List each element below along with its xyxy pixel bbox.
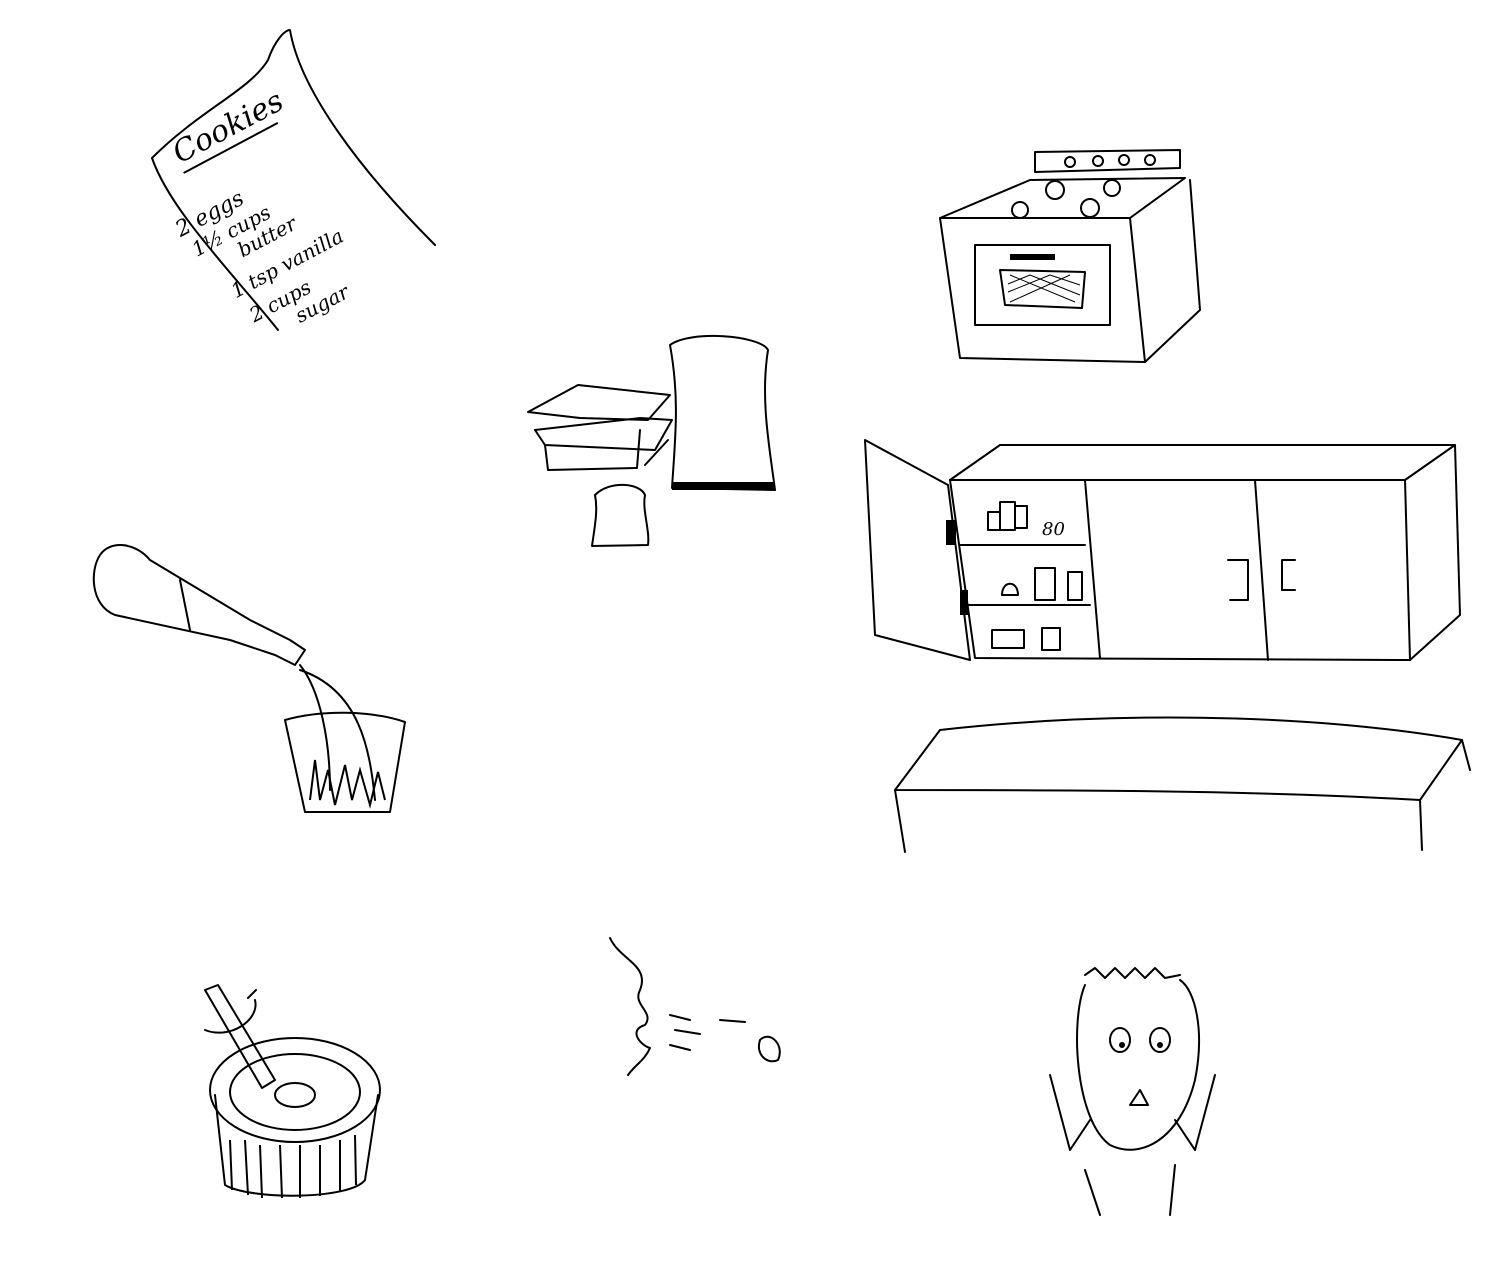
mixing-bowl — [204, 984, 381, 1199]
kitchen-cabinet: 80 — [864, 439, 1461, 661]
shocked-person — [1049, 967, 1216, 1216]
stove-icon — [939, 149, 1201, 363]
shelf-label: 80 — [1042, 519, 1065, 540]
pouring-bottle — [92, 543, 406, 813]
ingredients-containers — [527, 335, 776, 547]
kitchen-counter — [894, 716, 1471, 853]
recipe-note: Cookies 2 eggs 1½ cups butter 1 tsp vani… — [151, 29, 436, 331]
spitting-person — [609, 937, 781, 1076]
